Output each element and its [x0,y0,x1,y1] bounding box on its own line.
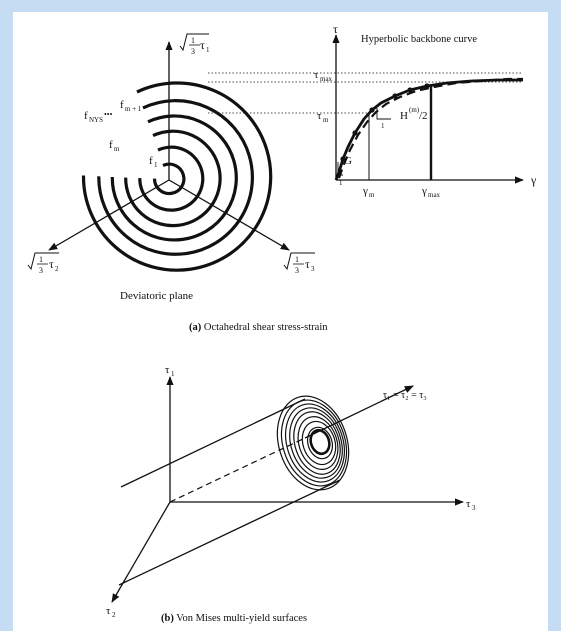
svg-text:f: f [120,99,124,111]
label-f-m: f m [109,139,120,153]
svg-text:1: 1 [39,255,43,264]
tau-max-label: τ [314,69,319,81]
von-mises-diagram: τ 1 τ 3 τ 2 τ₁ = τ₂ = τ₃ [106,364,476,619]
b-tau2-label: τ [106,605,111,617]
svg-text:3: 3 [295,266,299,275]
backbone-curve [334,78,523,181]
svg-text:f: f [149,155,153,167]
yield-ring-6 [81,81,273,272]
cylinder-end-rings [276,395,350,491]
modulus-g-label: G [344,155,352,167]
caption-b: (b) Von Mises multi-yield surfaces [161,613,307,624]
svg-text:f: f [109,139,113,151]
backbone-dashed [337,77,523,179]
svg-text:f: f [84,110,88,122]
label-f-1: f 1 [149,155,158,169]
gamma-max-sub: max [428,191,441,199]
modulus-h-sup: (m) [409,106,420,114]
deviatoric-caption: Deviatoric plane [120,290,193,302]
gamma-max-label: γ [421,185,427,197]
gamma-m-label: γ [362,185,368,197]
deviatoric-plane: 1 3 τ 1 1 3 τ 2 1 3 τ 3 f NYS ••• [27,33,315,302]
b-tau2-axis [111,501,171,603]
slope-unit-2: 1 [381,122,385,130]
axis-x-label: γ [530,173,537,187]
figure-panel: 1 3 τ 1 1 3 τ 2 1 3 τ 3 f NYS ••• [13,12,548,631]
hydrostatic-label: τ₁ = τ₂ = τ₃ [383,390,427,401]
tau-max-sub: max [320,75,333,83]
tau2-symbol: τ [49,257,54,271]
label-f-nys: f NYS ••• [84,110,113,124]
tau3-symbol: τ [305,257,310,271]
tau3-sub: 3 [311,265,315,273]
yield-ring-2 [138,145,205,212]
hydrostatic-axis [304,385,414,439]
label-f-m-plus-1: f m + 1 [120,99,142,113]
svg-text:NYS: NYS [89,116,103,124]
yield-ring-3 [124,129,222,228]
caption-a: (a) Octahedral shear stress-strain [189,322,328,333]
svg-text:1: 1 [171,370,175,378]
svg-text:m + 1: m + 1 [125,105,142,113]
svg-text:3: 3 [39,266,43,275]
label-sqrt-tau3: 1 3 τ 3 [283,252,315,275]
svg-text:3: 3 [472,504,476,512]
b-tau3-label: τ [466,498,471,510]
tau1-sub: 1 [206,46,210,54]
tau3-axis [168,179,290,251]
modulus-h-div: /2 [419,110,428,122]
yield-ring-5 [97,99,254,256]
tau1-symbol: τ [200,38,205,52]
hydrostatic-axis-dashed [169,437,306,503]
axis-y-label: τ [333,22,338,36]
curve-points [340,83,430,162]
yield-ring-4 [110,114,238,242]
tau-m-label: τ [317,110,322,122]
reference-lines [208,72,523,114]
slope-unit-1: 1 [339,179,343,187]
cylinder-bottom-edge [118,479,341,586]
backbone-title: Hyperbolic backbone curve [361,34,477,45]
yield-ring-1 [152,162,186,196]
label-sqrt-tau1: 1 3 τ 1 [179,33,210,56]
gamma-m-sub: m [369,191,375,199]
svg-text:1: 1 [154,161,158,169]
svg-text:m: m [114,145,120,153]
svg-text:1: 1 [295,255,299,264]
b-tau1-label: τ [165,364,170,376]
svg-text:2: 2 [112,611,116,619]
backbone-plot: τ γ G 1 1 H (m) [208,22,537,199]
yield-rings [81,81,273,272]
label-sqrt-tau2: 1 3 τ 2 [27,252,59,275]
modulus-h-label: H [400,110,408,122]
tau-m-sub: m [323,116,329,124]
cylinder-top-edge [120,398,306,488]
sqrt-num: 1 [191,36,195,45]
label-ellipsis: ••• [104,110,113,119]
h-slope-triangle [376,108,391,120]
figure-svg: 1 3 τ 1 1 3 τ 2 1 3 τ 3 f NYS ••• [27,22,537,624]
tau2-sub: 2 [55,265,59,273]
sqrt-den: 3 [191,47,195,56]
g-slope-triangle [337,162,343,176]
